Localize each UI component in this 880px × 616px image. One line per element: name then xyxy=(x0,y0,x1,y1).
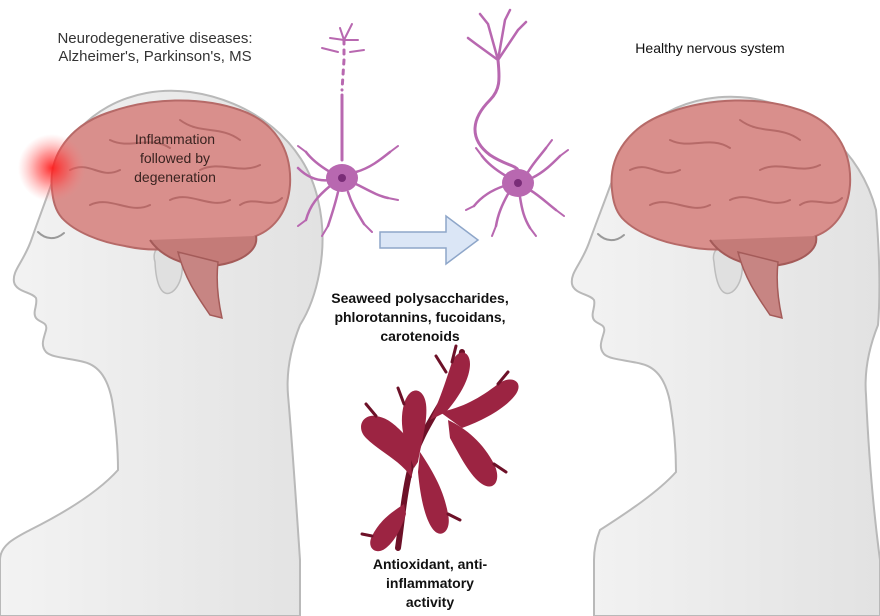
healthy-neuron xyxy=(466,10,568,236)
seaweed xyxy=(361,346,519,551)
brain-label-line-2: followed by xyxy=(110,149,240,168)
right-title: Healthy nervous system xyxy=(575,40,845,56)
compounds-line-1: Seaweed polysaccharides, xyxy=(290,289,550,308)
inflammation-glow xyxy=(18,134,86,202)
compounds-line-2: phlorotannins, fucoidans, xyxy=(290,308,550,327)
left-title-line-2: Alzheimer's, Parkinson's, MS xyxy=(10,48,300,66)
activity-line-1: Antioxidant, anti- xyxy=(330,555,530,574)
left-title-line-1: Neurodegenerative diseases: xyxy=(10,30,300,48)
brain-label: Inflammation followed by degeneration xyxy=(110,130,240,187)
activity-line-3: activity xyxy=(330,593,530,612)
compounds-label: Seaweed polysaccharides, phlorotannins, … xyxy=(290,289,550,346)
left-title: Neurodegenerative diseases: Alzheimer's,… xyxy=(10,30,300,66)
damaged-neuron xyxy=(298,24,398,236)
compounds-line-3: carotenoids xyxy=(290,327,550,346)
activity-label: Antioxidant, anti- inflammatory activity xyxy=(330,555,530,612)
activity-line-2: inflammatory xyxy=(330,574,530,593)
brain-label-line-3: degeneration xyxy=(110,168,240,187)
arrow xyxy=(380,216,478,264)
brain-label-line-1: Inflammation xyxy=(110,130,240,149)
